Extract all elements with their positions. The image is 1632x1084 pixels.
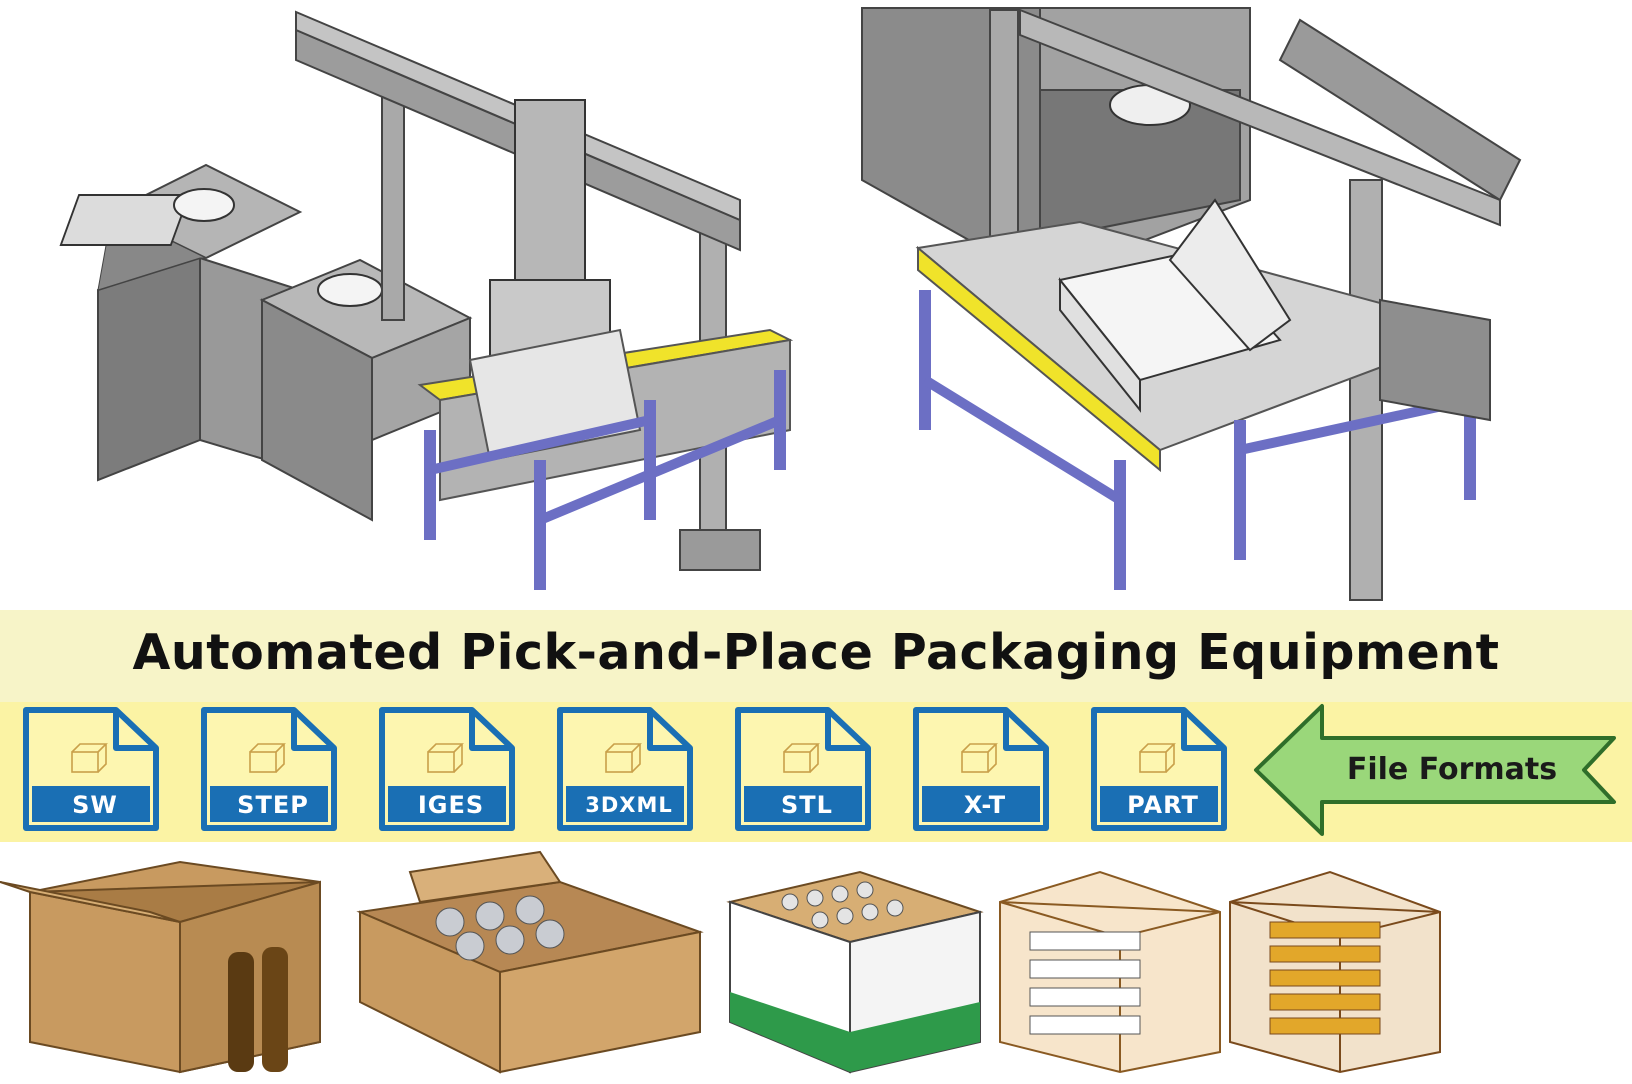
left-machine bbox=[59, 10, 794, 590]
box-green-bottles bbox=[726, 870, 984, 1074]
format-item-step: STEP bbox=[194, 702, 344, 836]
file-icon bbox=[23, 707, 159, 831]
format-item-x-t: X-T bbox=[906, 702, 1056, 836]
cube-icon bbox=[961, 743, 998, 773]
file-icon bbox=[557, 707, 693, 831]
format-item-iges: IGES bbox=[372, 702, 522, 836]
format-item-sw: SW bbox=[16, 702, 166, 836]
title-band: Automated Pick-and-Place Packaging Equip… bbox=[0, 610, 1632, 702]
box-cans bbox=[356, 850, 704, 1074]
file-icon bbox=[379, 707, 515, 831]
cube-icon bbox=[783, 743, 820, 773]
cube-icon bbox=[71, 743, 108, 773]
box-illustrations bbox=[0, 850, 1441, 1074]
cube-icon bbox=[605, 743, 642, 773]
format-label: STL bbox=[781, 791, 833, 819]
file-icon bbox=[735, 707, 871, 831]
cube-icon bbox=[1139, 743, 1176, 773]
page-title: Automated Pick-and-Place Packaging Equip… bbox=[132, 624, 1500, 681]
format-item-stl: STL bbox=[728, 702, 878, 836]
file-icon bbox=[913, 707, 1049, 831]
format-label: 3DXML bbox=[585, 793, 673, 817]
format-label: STEP bbox=[237, 791, 309, 819]
file-formats-label: File Formats bbox=[1346, 752, 1558, 787]
format-label: IGES bbox=[417, 791, 485, 819]
cube-icon bbox=[249, 743, 286, 773]
box-layered bbox=[999, 870, 1221, 1074]
format-label: PART bbox=[1127, 791, 1199, 819]
box-bottles bbox=[0, 860, 321, 1074]
machine-illustration bbox=[59, 7, 1522, 601]
right-machine bbox=[861, 7, 1522, 601]
machine-renderings bbox=[59, 7, 1522, 601]
box-yellow-packs bbox=[1229, 870, 1441, 1074]
format-item-3dxml: 3DXML bbox=[550, 702, 700, 836]
format-label: X-T bbox=[963, 791, 1007, 819]
format-label: SW bbox=[72, 791, 118, 819]
file-icon bbox=[1091, 707, 1227, 831]
format-item-part: PART bbox=[1084, 702, 1234, 836]
file-icon bbox=[201, 707, 337, 831]
cube-icon bbox=[427, 743, 464, 773]
arrow-left-icon bbox=[1254, 704, 1616, 836]
packaging-examples bbox=[0, 842, 1632, 1080]
